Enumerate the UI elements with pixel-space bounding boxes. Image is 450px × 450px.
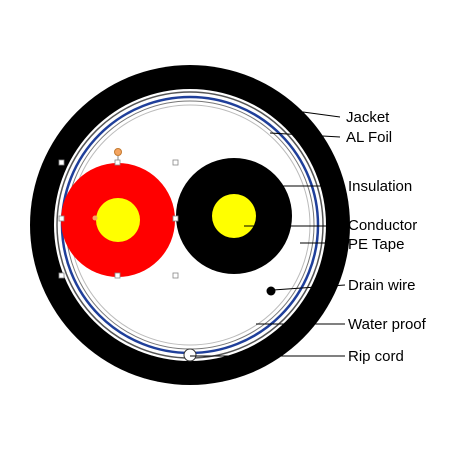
label-rip-cord: Rip cord (348, 348, 404, 365)
selection-handles (58, 148, 179, 279)
label-insulation: Insulation (348, 178, 412, 195)
label-conductor: Conductor (348, 217, 417, 234)
label-drain-wire: Drain wire (348, 277, 416, 294)
conductor-left (96, 198, 140, 242)
leader-al-foil (269, 132, 341, 138)
rotate-handle-icon (114, 148, 122, 156)
rip-cord-dot (183, 348, 197, 362)
label-water-proof: Water proof (348, 316, 427, 333)
label-al-foil: AL Foil (346, 129, 392, 146)
drain-wire-dot (266, 286, 276, 296)
leader-jacket (302, 111, 341, 118)
leader-lines (190, 111, 346, 357)
label-jacket: Jacket (346, 109, 390, 126)
leader-drain-wire (272, 284, 346, 291)
conductor-right (212, 194, 256, 238)
label-pe-tape: PE Tape (348, 236, 404, 253)
